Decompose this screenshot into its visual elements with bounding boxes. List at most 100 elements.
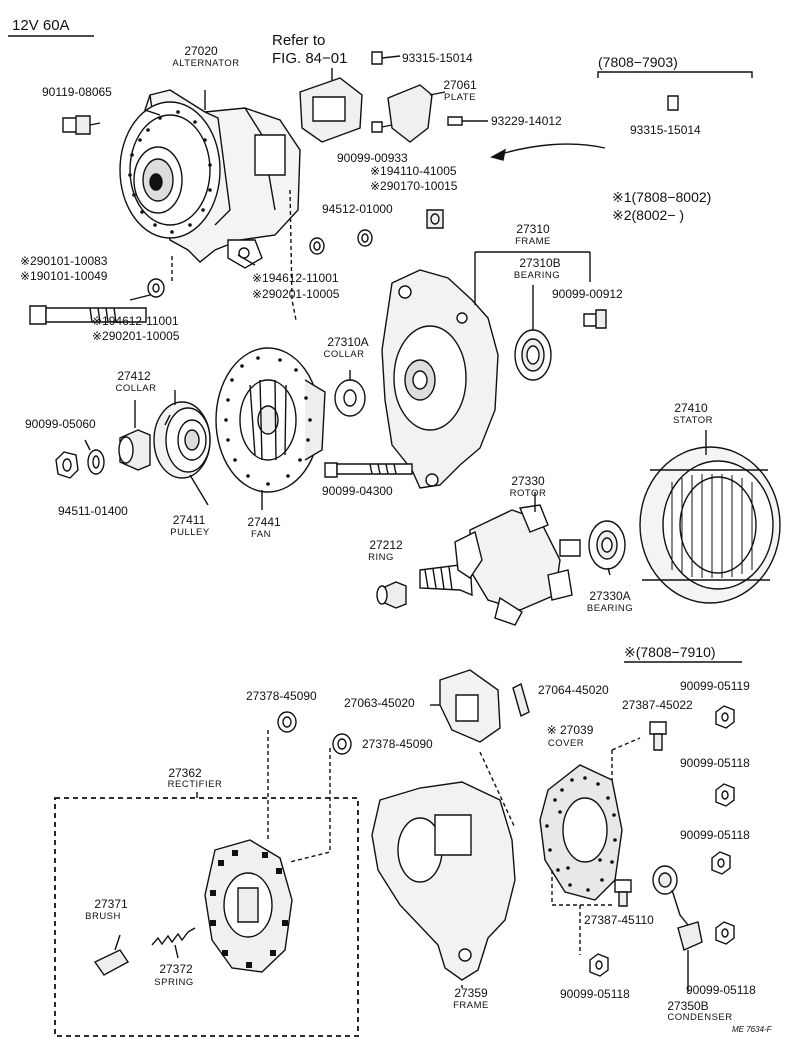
nut-05119 [716,706,734,728]
alternator-name: ALTERNATOR [172,58,240,69]
part-number-90099-05060: 90099-05060 [25,417,96,431]
leader-line [174,944,179,959]
refer-line-1: Refer to [272,32,326,49]
leader-line [189,474,209,506]
leader-line [84,439,91,451]
part-number-290201-top: ※290201-10005 [252,287,340,301]
part-number-05118-c: 90099-05118 [686,983,756,997]
nut-290170 [427,210,443,228]
screw-90099-04300 [325,463,412,477]
rectifier-assembly-box [54,797,359,1037]
frame-top-name: FRAME [515,236,551,247]
fan-illustration [216,348,325,492]
cover-number: ※ 27039 [546,723,594,737]
part-number-90099-00933: 90099-00933 [337,151,408,165]
part-number-27387-45022: 27387-45022 [622,698,693,712]
part-number-194612-bottom: ※194612-11001 [92,314,179,328]
spring-number: 27372 [159,962,193,976]
assembly-arrow [497,143,606,156]
part-number-93315-top: 93315-15014 [402,51,473,65]
pulley-name: PULLEY [170,527,210,538]
collar-name: COLLAR [115,383,157,394]
collar-a-name: COLLAR [323,349,365,360]
screw-93315-right [668,96,678,110]
washer-94511 [88,450,104,474]
stator-name: STATOR [673,415,713,426]
part-number-194110: ※194110-41005 [370,164,457,178]
part-number-93229: 93229-14012 [491,114,562,128]
part-number-194612-top: ※194612-11001 [252,271,339,285]
part-number-05119: 90099-05119 [680,679,750,693]
part-number-27387-45110: 27387-45110 [584,913,654,927]
collar-number: 27412 [117,369,151,383]
part-number-90119: 90119-08065 [42,85,112,99]
screw-90119 [63,116,100,134]
frame-bottom-number: 27359 [454,986,488,1000]
regulator-illustration [300,68,362,142]
leader-line [611,737,641,751]
rotor-number: 27330 [511,474,545,488]
alternator-illustration [120,90,300,268]
fan-number: 27441 [247,515,281,529]
washer-194612-top [310,238,324,254]
condenser-illustration [653,866,702,992]
part-number-94512: 94512-01000 [322,202,393,216]
collar-27412-illustration [119,400,150,470]
leader-line [114,934,121,951]
condenser-number: 27350B [667,999,709,1013]
fan-name: FAN [251,529,271,540]
terminal-27387-45022 [650,722,666,750]
part-number-290101: ※290101-10083 [20,254,108,268]
nut-05118-c [716,922,734,944]
stator-number: 27410 [674,401,708,415]
part-number-90099-00912: 90099-00912 [552,287,623,301]
part-number-190101: ※190101-10049 [20,269,108,283]
assembly-arrow-head [490,148,506,161]
part-number-290201-bottom: ※290201-10005 [92,329,180,343]
nut-05118-a [716,784,734,806]
cover-name: COVER [547,738,585,749]
part-number-27063: 27063-45020 [344,696,415,710]
plate-name: PLATE [444,92,476,103]
plate-number: 27061 [443,78,477,92]
ring-illustration [377,582,406,608]
rectifier-name: RECTIFIER [167,779,223,790]
terminal-27387-45110 [615,880,631,906]
frame-top-number: 27310 [516,222,550,236]
collar-a-number: 27310A [327,335,369,349]
part-number-27064: 27064-45020 [538,683,609,697]
range-star-2: ※2(8002− ) [612,207,685,223]
part-number-27378-top: 27378-45090 [246,689,317,703]
part-number-290170: ※290170-10015 [370,179,458,193]
nut-05118-b [712,852,730,874]
screw-93315-top [372,52,400,64]
brush-illustration [95,950,128,975]
leader-line [129,294,151,301]
range-7808-7903: (7808−7903) [598,54,678,70]
part-number-93315-right: 93315-15014 [630,123,701,137]
pulley-illustration [154,402,210,478]
rectifier-number: 27362 [168,766,202,780]
bearing-a-number: 27330A [589,589,631,603]
collar-27310a-illustration [335,370,365,416]
bearing-b-name: BEARING [513,270,561,281]
part-number-27378-second: 27378-45090 [362,737,433,751]
washer-27378-second [333,734,351,754]
spec-label: 12V 60A [12,17,70,34]
frame-27359-illustration [372,782,515,988]
nut-05118-d [590,954,608,976]
stator-illustration [640,447,780,603]
holder-27063-illustration [430,670,500,742]
part-number-05118-d: 90099-05118 [560,987,630,1001]
screw-90099-00912 [584,310,606,328]
figure-code: ME 7634-F [732,1025,772,1034]
bearing-b-number: 27310B [519,256,561,270]
screw-93229 [448,117,488,125]
part-27064-illustration [513,684,529,716]
condenser-name: CONDENSER [667,1012,733,1023]
rotor-illustration [420,492,580,625]
range-rectifier: ※(7808−7910) [624,644,716,660]
spring-name: SPRING [154,977,194,988]
screw-90099-00933 [372,122,392,132]
